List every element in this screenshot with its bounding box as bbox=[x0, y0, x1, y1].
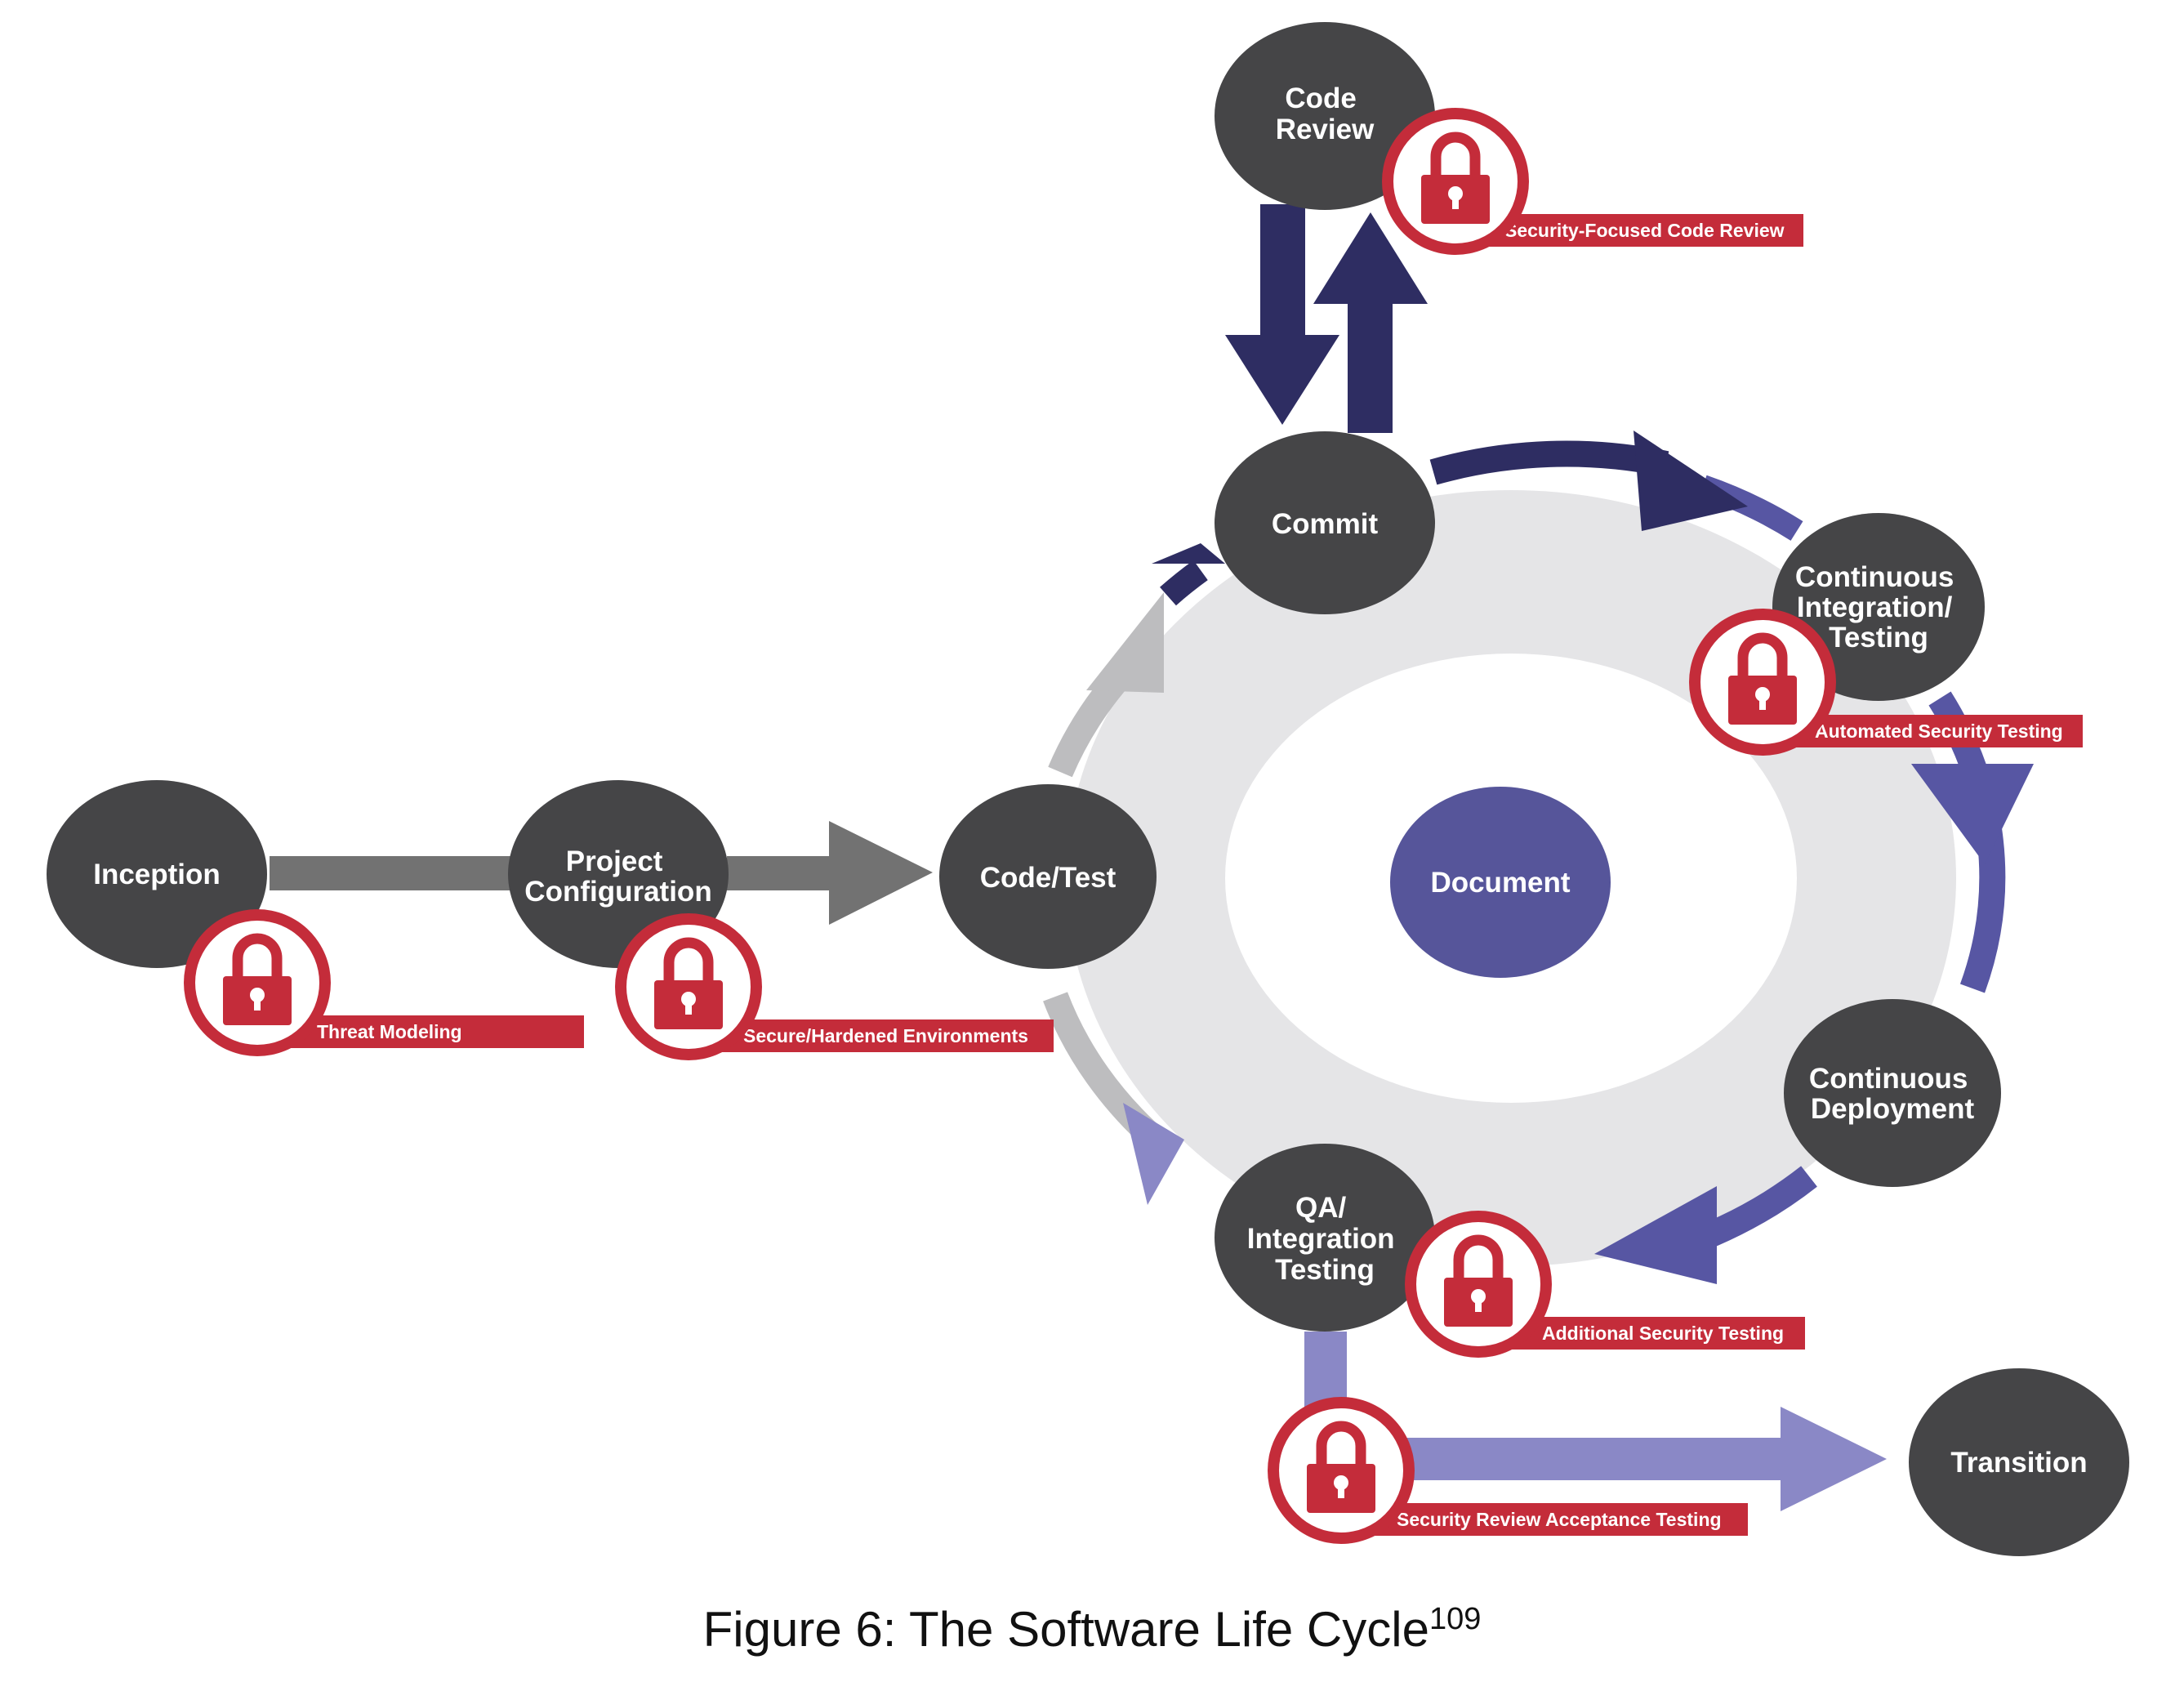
node-code-review: Code Review bbox=[1215, 22, 1435, 210]
node-label: Commit bbox=[1272, 508, 1379, 540]
security-badge-qa-testing: Additional Security Testing bbox=[1405, 1211, 1805, 1358]
node-label: Transition bbox=[1950, 1447, 2087, 1479]
node-label: Code Review bbox=[1276, 83, 1375, 145]
code-review-commit-arrows bbox=[1225, 204, 1428, 433]
arrow-down-shaft bbox=[1260, 204, 1305, 339]
padlock-icon bbox=[1689, 609, 1836, 756]
cycle-arrowheads bbox=[1086, 431, 2034, 1284]
arrow-project-to-code-test-shaft bbox=[727, 856, 841, 890]
arrow-commit-to-ci bbox=[1429, 440, 1669, 485]
padlock-icon bbox=[1268, 1397, 1415, 1544]
padlock-icon bbox=[615, 913, 762, 1060]
arrowhead-to-ci bbox=[1634, 431, 1748, 531]
node-qa-integration-testing: QA/ Integration Testing bbox=[1215, 1144, 1435, 1332]
node-commit: Commit bbox=[1215, 431, 1435, 614]
figure-caption: Figure 6: The Software Life Cycle109 bbox=[0, 1601, 2184, 1657]
padlock-icon bbox=[184, 909, 331, 1056]
node-transition: Transition bbox=[1909, 1368, 2129, 1556]
arrow-code-test-to-commit-dark bbox=[1160, 560, 1208, 606]
badge-label: Threat Modeling bbox=[317, 1021, 462, 1042]
security-badge-code-review: Security-Focused Code Review bbox=[1382, 108, 1803, 255]
padlock-icon bbox=[1382, 108, 1529, 255]
security-badge-project-configuration: Secure/Hardened Environments bbox=[615, 913, 1054, 1060]
badge-label: Additional Security Testing bbox=[1542, 1323, 1784, 1344]
arrow-up-shaft bbox=[1348, 301, 1393, 433]
padlock-icon bbox=[1405, 1211, 1552, 1358]
document-node: Document bbox=[1390, 787, 1611, 978]
arrow-to-transition-head bbox=[1781, 1407, 1887, 1511]
node-label: Code/Test bbox=[980, 862, 1117, 894]
node-label: Inception bbox=[93, 859, 221, 890]
node-label: Project Configuration bbox=[524, 845, 711, 908]
arrow-up-head bbox=[1313, 212, 1428, 304]
node-label: Continuous Integration/ Testing bbox=[1795, 561, 1962, 654]
badge-label-bar bbox=[1339, 1503, 1748, 1536]
caption-footnote: 109 bbox=[1429, 1602, 1482, 1636]
badge-label: Secure/Hardened Environments bbox=[743, 1025, 1028, 1046]
badge-label: Security-Focused Code Review bbox=[1504, 220, 1785, 241]
arrowhead-to-cd bbox=[1911, 764, 2034, 864]
security-badge-inception: Threat Modeling bbox=[184, 909, 584, 1056]
arrow-project-to-code-test-head bbox=[829, 821, 933, 925]
arrow-down-head bbox=[1225, 335, 1339, 425]
caption-text: Figure 6: The Software Life Cycle bbox=[702, 1602, 1429, 1657]
arrowhead-to-commit-dark bbox=[1152, 543, 1225, 564]
document-label: Document bbox=[1430, 867, 1570, 899]
node-code-test: Code/Test bbox=[939, 784, 1157, 969]
node-label: Continuous Deployment bbox=[1809, 1063, 1976, 1125]
badge-label: Automated Security Testing bbox=[1815, 721, 2063, 742]
arrowhead-to-qa bbox=[1594, 1186, 1717, 1284]
node-continuous-deployment: Continuous Deployment bbox=[1784, 999, 2001, 1187]
security-badge-transition: Security Review Acceptance Testing bbox=[1268, 1397, 1748, 1544]
arrowhead-to-commit-light bbox=[1086, 592, 1164, 693]
arrow-inception-to-project-shaft bbox=[270, 856, 515, 890]
arrowhead-to-code-test bbox=[1123, 1103, 1184, 1205]
badge-label: Security Review Acceptance Testing bbox=[1397, 1509, 1722, 1530]
node-label: QA/ Integration Testing bbox=[1247, 1192, 1403, 1286]
node-inception: Inception bbox=[47, 780, 267, 968]
security-badge-ci-testing: Automated Security Testing bbox=[1689, 609, 2083, 756]
